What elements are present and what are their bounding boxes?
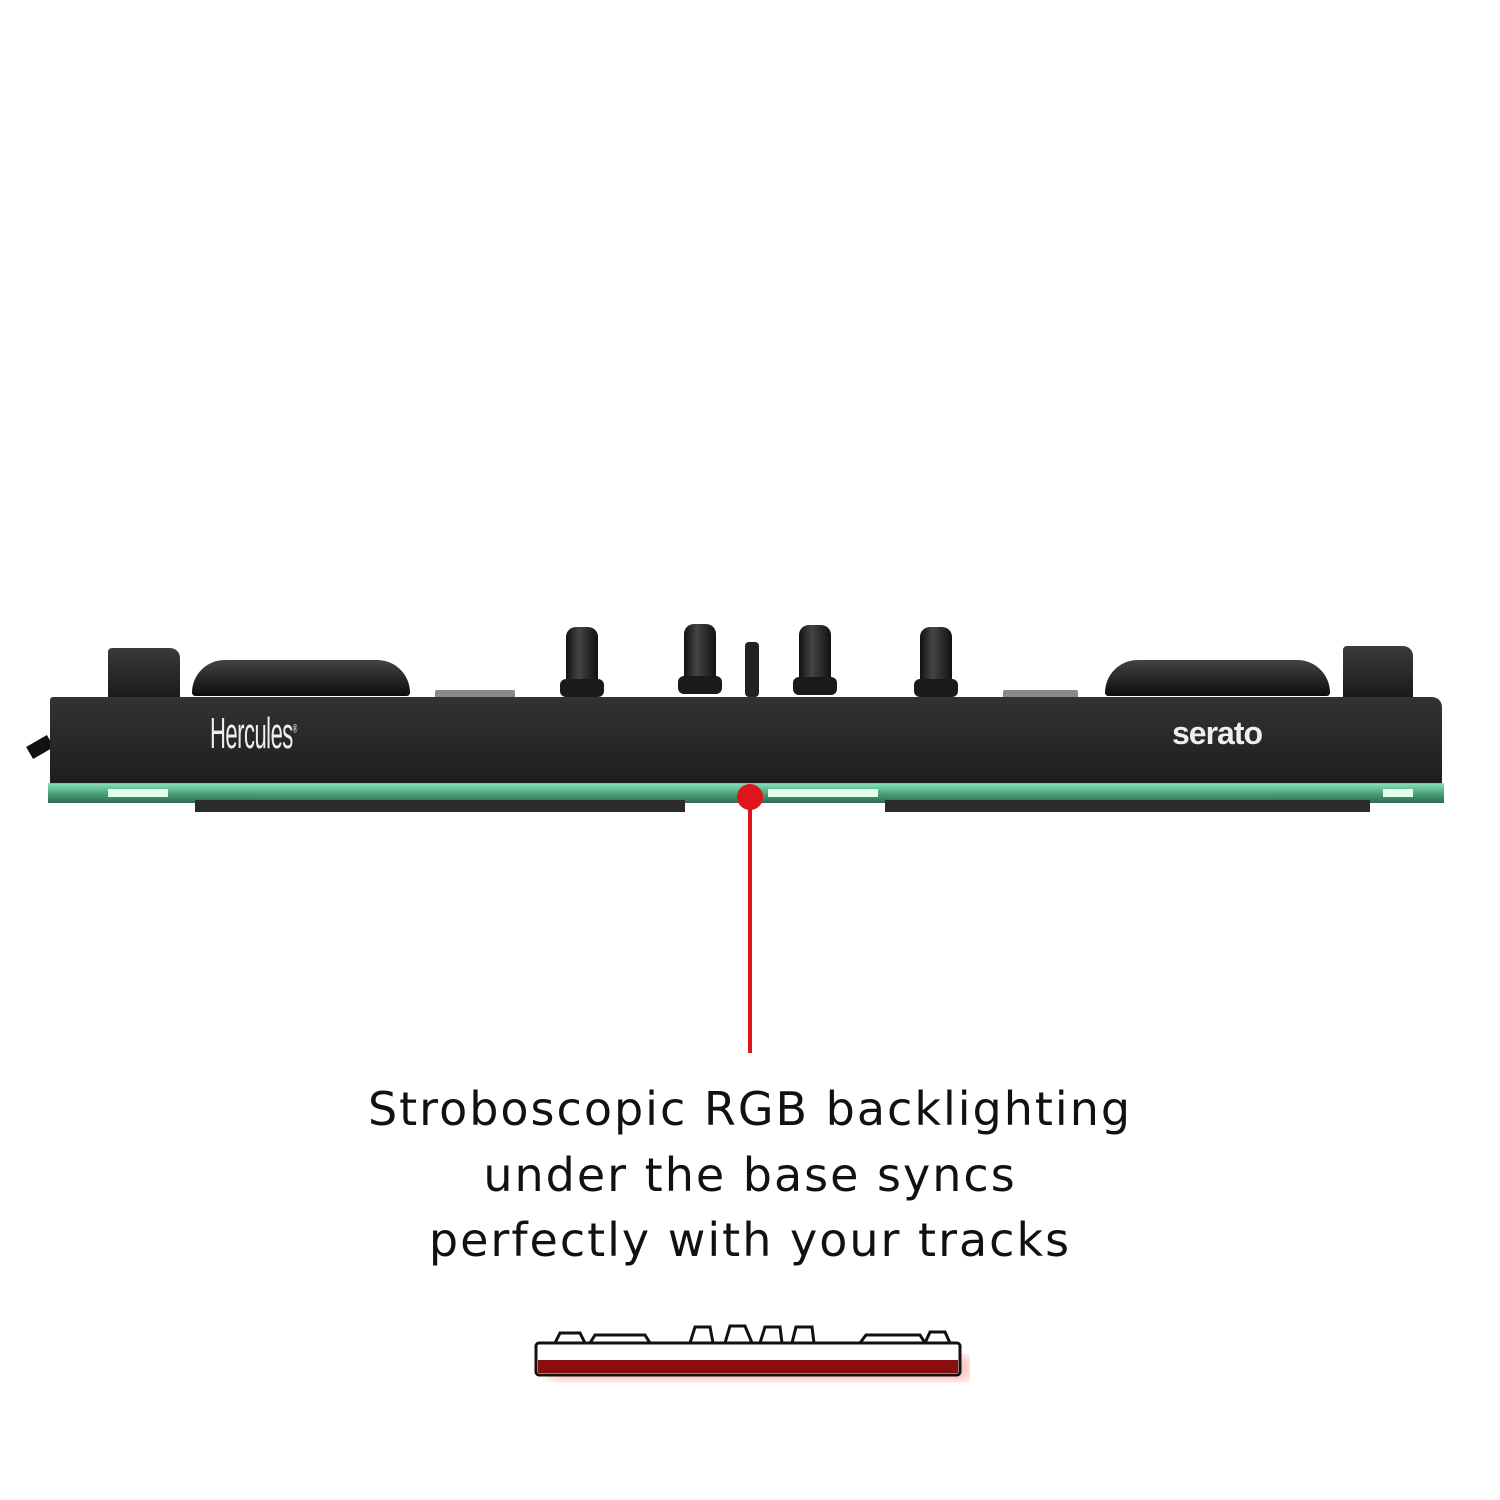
knob-4 [914,627,958,697]
button-row [435,690,515,698]
right-jog-wheel [1105,660,1330,696]
serato-logo: serato [1172,715,1263,751]
right-deck-pad [1343,646,1413,698]
callout-line [748,800,752,1053]
left-deck-pad [108,648,180,698]
caption-line-1: Stroboscopic RGB backlighting [367,1082,1133,1136]
controller-body: Hercules® serato [50,697,1442,784]
knob-2 [678,624,722,694]
controller-outline-icon [530,1318,970,1402]
foot [195,800,685,812]
caption-line-3: perfectly with your tracks [428,1213,1072,1267]
left-jog-wheel [192,660,410,696]
crossfader [745,642,759,697]
knob-1 [560,627,604,697]
knob-3 [793,625,837,695]
hercules-logo: Hercules® [210,709,297,758]
foot [885,800,1370,812]
button-row [1003,690,1078,698]
caption-line-2: under the base syncs [483,1148,1017,1202]
